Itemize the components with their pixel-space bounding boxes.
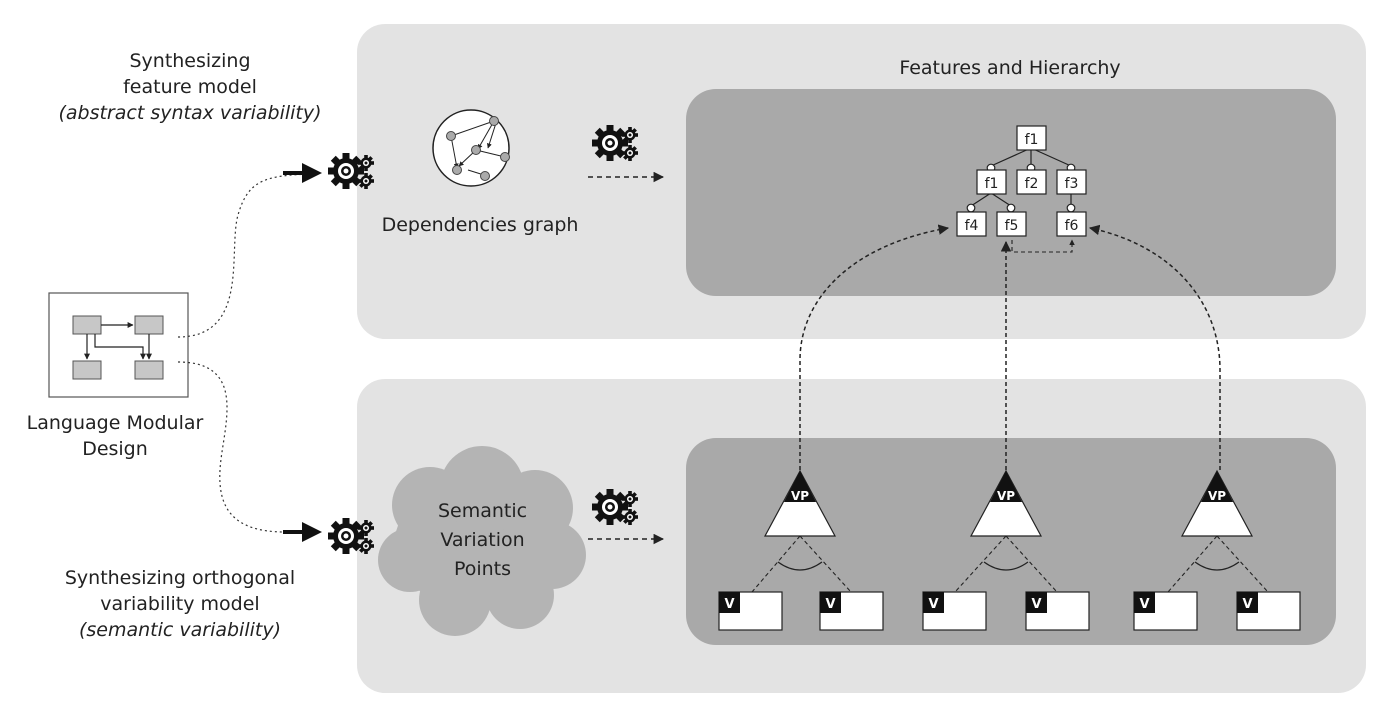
svg-text:VP: VP: [1208, 489, 1226, 503]
variation-point-1: VP V V: [718, 469, 884, 631]
gear-icon: [592, 489, 638, 525]
svg-text:f6: f6: [1065, 218, 1079, 234]
ovm-synthesis-label: Synthesizing orthogonal variability mode…: [64, 567, 296, 641]
feature-child-2: f2: [1016, 169, 1047, 195]
feature-child-1: f1: [976, 169, 1007, 195]
feature-child-3: f3: [1056, 169, 1087, 195]
svg-text:VP: VP: [791, 489, 809, 503]
svg-text:V: V: [1031, 597, 1041, 612]
svg-text:f4: f4: [965, 218, 979, 234]
svg-text:f1: f1: [1025, 132, 1039, 148]
semantic-variation-points-cloud: [378, 446, 586, 636]
svg-text:f5: f5: [1005, 218, 1019, 234]
feature-grandchild-1: f4: [956, 211, 987, 237]
gear-icon: [328, 518, 374, 554]
svg-text:f2: f2: [1025, 176, 1039, 192]
svg-text:VP: VP: [997, 489, 1015, 503]
svg-text:V: V: [724, 597, 734, 612]
gear-icon: [592, 125, 638, 161]
connector-to-feature-synthesis: [177, 173, 316, 338]
svg-text:V: V: [1139, 597, 1149, 612]
gear-icon: [328, 153, 374, 189]
features-panel: [686, 89, 1336, 296]
feature-grandchild-3: f6: [1056, 211, 1087, 237]
svg-text:V: V: [825, 597, 835, 612]
dependencies-graph-label: Dependencies graph: [381, 214, 579, 236]
svg-text:f3: f3: [1065, 176, 1079, 192]
svg-text:V: V: [928, 597, 938, 612]
feature-tree: f1 f1 f2 f3 f4 f5: [956, 125, 1087, 237]
feature-grandchild-2: f5: [996, 211, 1027, 237]
feature-root: f1: [1016, 125, 1047, 151]
language-design-icon: [48, 292, 189, 398]
dependencies-graph-icon: [432, 109, 510, 187]
svg-text:f1: f1: [985, 176, 999, 192]
feature-synthesis-label: Synthesizing feature model (abstract syn…: [58, 50, 322, 124]
connector-to-ovm-synthesis: [177, 361, 286, 533]
cloud-label: Semantic Variation Points: [437, 500, 528, 580]
features-title: Features and Hierarchy: [899, 57, 1121, 79]
svg-text:V: V: [1242, 597, 1252, 612]
variation-point-3: VP V V: [1133, 469, 1301, 631]
variation-point-2: VP V V: [922, 469, 1090, 631]
language-design-label: Language Modular Design: [26, 412, 204, 460]
